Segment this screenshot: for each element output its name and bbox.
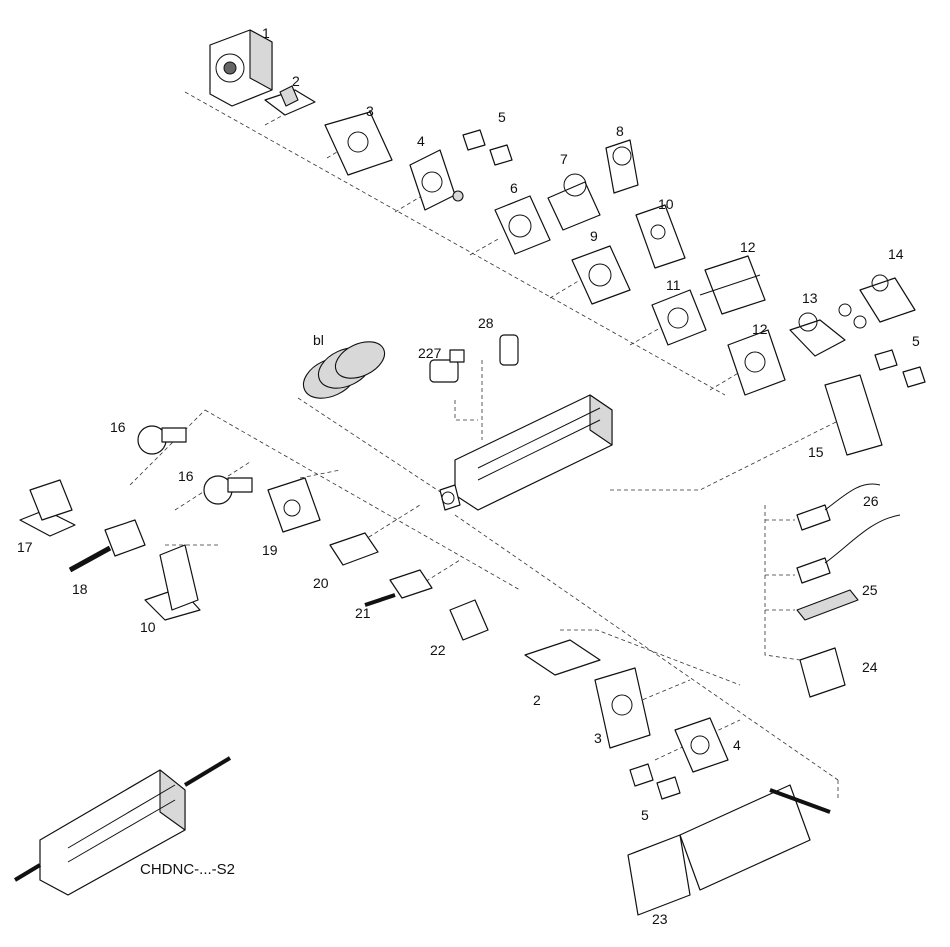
label-4-top: 4 <box>417 133 425 149</box>
part-12-flange-mid <box>727 329 786 396</box>
part-13-bracket <box>789 312 846 357</box>
label-16-b: 16 <box>178 468 194 484</box>
part-2-mount-bottom <box>524 639 601 676</box>
part-23-guide-unit <box>627 784 831 916</box>
label-13: 13 <box>802 290 818 306</box>
label-24: 24 <box>862 659 878 675</box>
model-label: CHDNC-...-S2 <box>140 861 236 878</box>
part-9-flange <box>571 245 631 305</box>
part-10-trunnion <box>635 204 686 269</box>
part-20-clevis <box>329 532 379 566</box>
label-5-bottom: 5 <box>641 807 649 823</box>
label-14: 14 <box>888 246 904 262</box>
part-21-coupler <box>364 569 433 607</box>
part-10-trunnion-left <box>144 544 201 621</box>
part-3-plate-bottom <box>594 667 651 749</box>
part-4-swivel <box>409 149 464 211</box>
part-4-swivel-bottom <box>674 717 729 773</box>
part-3-plate <box>324 111 393 176</box>
label-21: 21 <box>355 605 371 621</box>
part-15-switch-mount <box>824 374 883 456</box>
part-26-sensors <box>796 483 901 584</box>
part-5-blocks <box>462 129 513 166</box>
part-5-blocks-right <box>874 349 926 388</box>
part-14-bracket <box>838 274 916 329</box>
part-5-blocks-bottom <box>629 763 681 800</box>
label-1: 1 <box>262 25 270 41</box>
label-25: 25 <box>862 582 878 598</box>
part-16-rod-eye-a <box>137 425 187 455</box>
label-22: 22 <box>430 642 446 658</box>
part-24-clip <box>799 647 846 698</box>
label-7: 7 <box>560 151 568 167</box>
label-227: 227 <box>418 345 442 361</box>
part-17-clevis <box>19 479 76 537</box>
label-5-top: 5 <box>498 109 506 125</box>
label-10-top: 10 <box>658 196 674 212</box>
cylinder-s2 <box>13 756 232 896</box>
label-20: 20 <box>313 575 329 591</box>
label-bl: bl <box>313 332 324 348</box>
part-28-fitting <box>499 334 519 366</box>
part-18-rod-clevis <box>68 519 146 573</box>
part-22-nut <box>449 599 489 641</box>
label-16-a: 16 <box>110 419 126 435</box>
label-26: 26 <box>863 493 879 509</box>
part-19-plate <box>267 477 321 533</box>
label-12-b: 12 <box>752 321 768 337</box>
part-227-valve <box>429 349 465 383</box>
part-8-eye <box>605 139 639 194</box>
label-3-bottom: 3 <box>594 730 602 746</box>
part-25-slot-cover <box>796 589 859 621</box>
part-12-trunnion-top <box>699 255 766 315</box>
part-bl-bellows <box>302 341 386 399</box>
label-11: 11 <box>666 277 681 293</box>
part-2-mount <box>264 85 316 116</box>
label-2-bottom: 2 <box>533 692 541 708</box>
label-4-bottom: 4 <box>733 737 741 753</box>
label-5-right: 5 <box>912 333 920 349</box>
part-16-rod-eye-b <box>203 475 253 505</box>
cylinder-body <box>439 394 613 511</box>
part-11-flange <box>651 289 707 346</box>
label-18: 18 <box>72 581 88 597</box>
label-19: 19 <box>262 542 278 558</box>
label-6: 6 <box>510 180 518 196</box>
part-6-flange <box>494 195 551 255</box>
part-7-clevis <box>547 173 601 231</box>
label-3-top: 3 <box>366 103 374 119</box>
label-10-left: 10 <box>140 619 156 635</box>
label-23: 23 <box>652 911 668 927</box>
label-28: 28 <box>478 315 494 331</box>
label-2-top: 2 <box>292 73 300 89</box>
part-1-flange <box>209 29 273 107</box>
label-9: 9 <box>590 228 598 244</box>
label-8: 8 <box>616 123 624 139</box>
label-15: 15 <box>808 444 824 460</box>
label-12-a: 12 <box>740 239 756 255</box>
label-17: 17 <box>17 539 33 555</box>
